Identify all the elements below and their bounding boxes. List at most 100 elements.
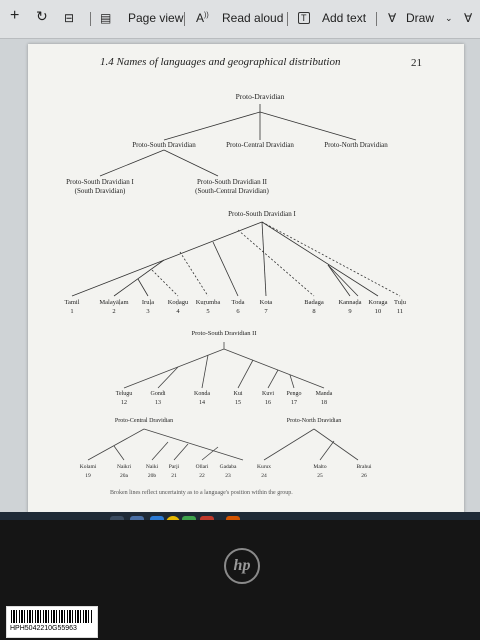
draw-icon: ∀ [388,11,397,25]
language-name: Ollari [195,464,209,470]
language-number: 10 [374,308,382,315]
language-name: Koḍagu [167,299,189,306]
language-name: Kuvi [262,391,274,397]
pdf-page: 1.4 Names of languages and geographical … [28,44,464,520]
language-number: 3 [146,308,150,315]
read-aloud-icon: A)) [196,11,209,25]
edge [113,259,165,297]
chrome-icon[interactable] [182,516,196,520]
language-number: 11 [396,308,404,315]
psd-i-subtitle: (South Dravidian) [74,187,126,195]
language-number: 20a [120,473,128,479]
page-view-icon: ▤ [100,11,112,25]
read-aloud-button[interactable]: Read aloud [222,11,284,25]
branch-node: Proto-North Dravidian [324,141,388,149]
edge [319,440,335,461]
barcode-number: HPH5042210G55963 [10,625,77,632]
language-name: Badaga [304,299,324,306]
language-number: 5 [206,308,210,315]
powerpoint-icon[interactable] [226,516,240,520]
acrobat-icon[interactable] [200,516,214,520]
psd-ii-subtitle: (South-Central Dravidian) [195,187,269,195]
language-number: 14 [199,400,205,406]
task-view-icon[interactable] [130,516,144,520]
language-number: 16 [265,400,271,406]
edge [157,366,179,389]
language-number: 18 [321,400,327,406]
edge [212,241,239,297]
edge [237,359,254,389]
asset-barcode-sticker: HPH5042210G55963 [6,606,98,638]
language-number: 21 [171,473,177,479]
language-number: 7 [264,308,268,315]
page-number: 21 [411,57,422,69]
language-name: Koraga [368,299,388,306]
branch-node: Proto-South Dravidian [132,141,196,149]
edge [327,264,359,297]
page-view-button[interactable]: Page view [128,11,184,25]
language-name: Toda [231,299,245,306]
language-number: 24 [261,473,267,479]
language-name: Kolami [79,464,97,470]
language-number: 20b [147,473,157,479]
new-tab-icon[interactable]: + [10,7,20,24]
language-name: Naiki [145,464,159,470]
edge [99,149,165,177]
edge [263,428,315,461]
edge [327,264,351,297]
figure-caption: Broken lines reflect uncertainty as to a… [110,490,293,496]
language-name: Kurux [256,464,272,470]
edge [137,278,149,297]
edge-browser-icon[interactable] [150,516,164,520]
edge [261,221,267,297]
add-text-button[interactable]: Add text [322,11,367,25]
edge [223,348,325,389]
chevron-down-icon[interactable]: ⌄ [445,13,453,23]
add-text-icon: T [298,12,310,24]
edge [237,229,315,297]
cd-tree-title: Proto-Central Dravidian [114,418,174,424]
highlighter-icon[interactable]: ∀ [464,11,473,25]
draw-button[interactable]: Draw [406,11,435,25]
separator [376,12,377,26]
language-number: 25 [317,473,323,479]
edge [179,251,209,297]
branch-node: Proto-Central Dravidian [226,141,294,149]
uncertain-lines [151,221,401,297]
language-name: Pengo [286,391,302,397]
language-number: 19 [85,473,91,479]
language-number: 1 [70,308,74,315]
edge [267,369,279,389]
language-number: 17 [291,400,297,406]
language-name: Kuṟumba [195,299,221,306]
sd2-tree-title: Proto-South Dravidian II [191,330,257,337]
language-name: Tuḷu [393,299,407,306]
root-node: Proto-Dravidian [235,92,285,101]
psd-i-node: Proto-South Dravidian I [66,178,134,186]
language-name: Manda [315,391,333,397]
edge [201,446,219,461]
fit-page-icon[interactable]: ⊟ [64,11,75,25]
search-icon[interactable] [110,516,124,520]
file-explorer-icon[interactable] [166,516,180,520]
language-name: Gadaba [219,464,237,470]
language-name: Naikri [116,464,132,470]
sd1-tree-title: Proto-South Dravidian I [228,210,296,218]
language-number: 4 [176,308,180,315]
language-name: Malayāḷam [99,299,129,306]
edge [143,428,244,461]
edge [173,443,189,461]
language-number: 15 [235,400,241,406]
language-name: Kannaḍa [338,299,362,306]
screen: + ↻ ⊟ ▤ Page view A)) Read aloud T Add t… [0,0,480,520]
language-number: 26 [361,473,367,479]
edge [151,269,179,297]
language-number: 23 [225,473,231,479]
language-number: 8 [312,308,316,315]
language-name: Iruḷa [141,299,155,306]
edge [201,354,209,389]
rotate-icon[interactable]: ↻ [36,8,48,24]
edge [87,428,145,461]
edge [289,374,295,389]
edge [163,149,219,177]
